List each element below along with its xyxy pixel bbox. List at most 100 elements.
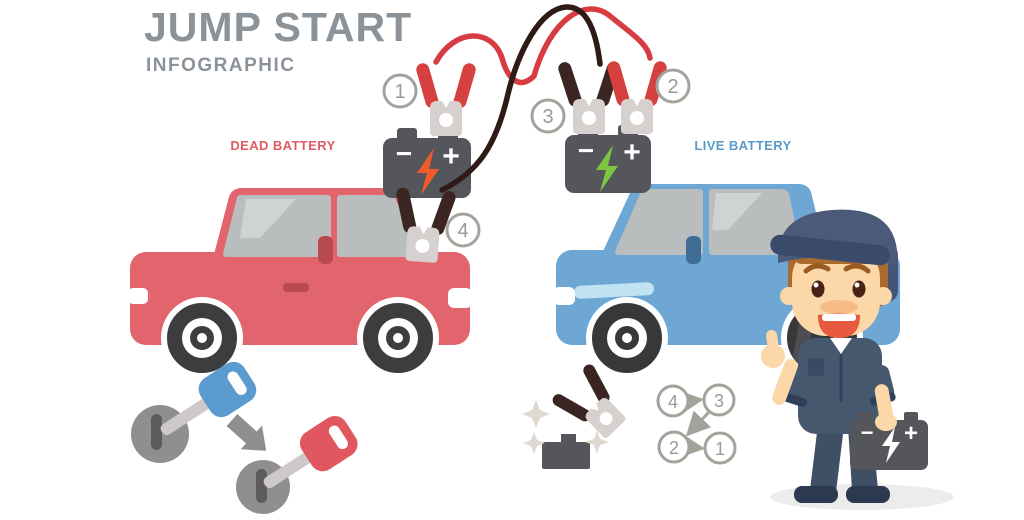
plus-sign: +: [623, 136, 641, 169]
small-battery-terminal: [561, 434, 576, 443]
minus-sign: −: [861, 420, 874, 445]
mechanic-eyebrow: [803, 263, 831, 274]
clamp-handle: [453, 63, 476, 109]
sequence-node-4: 4: [656, 384, 690, 418]
green-bolt-icon: [596, 145, 618, 192]
dead-car-taillight: [128, 288, 148, 304]
mechanic-cap-brim: [770, 234, 890, 266]
mechanic-eye: [852, 280, 866, 298]
thumbs-up-icon: [766, 329, 779, 354]
keyhole-icon: [151, 414, 162, 450]
mechanic-teeth: [822, 314, 856, 321]
eye-highlight: [813, 282, 819, 288]
step-badge-2-number: 2: [667, 76, 678, 98]
red-jumper-cable: [433, 6, 653, 86]
mechanic-collar: [830, 338, 852, 354]
live-car-window-glare: [712, 193, 762, 230]
mechanic-nose: [820, 300, 858, 314]
dead-car-rear-wheel: [161, 297, 243, 379]
clamp-handle: [644, 61, 667, 107]
orange-bolt-icon: [417, 148, 439, 195]
terminal-post: [858, 412, 872, 422]
key-slot: [227, 371, 247, 396]
clamp-bolt-hole: [630, 111, 644, 125]
small-battery-case: [542, 442, 590, 469]
live-battery-unit: − +: [565, 125, 651, 193]
key-shaft: [263, 451, 314, 489]
mechanic-left-hand: [761, 344, 785, 368]
sequence-node-1: 1: [703, 431, 737, 465]
page-title: JUMP START: [144, 4, 413, 50]
live-car-pillar-handle: [686, 236, 701, 264]
dead-car: [128, 188, 472, 379]
sequence-node-3-number: 3: [714, 391, 724, 411]
clamp-handle: [396, 187, 417, 234]
disconnecting-clamp-black: [552, 364, 626, 438]
live-car-front-wheel: [586, 297, 668, 379]
removal-order-diagram: 4 3 2 1: [656, 383, 737, 465]
clamp-bolt-hole: [599, 412, 613, 425]
clamp-handle: [558, 62, 582, 107]
clamp-handle: [431, 190, 456, 235]
live-car-hood-highlight: [574, 282, 654, 299]
minus-sign: −: [396, 138, 412, 169]
black-jumper-cable: [439, 4, 603, 193]
dead-car-pillar-handle: [318, 236, 333, 264]
mechanic-eye: [811, 280, 825, 298]
spark-icon: [585, 430, 609, 454]
sparking-battery: [522, 364, 626, 469]
sequence-node-2: 2: [657, 430, 691, 464]
start-order-arrow-icon: [226, 414, 267, 451]
mechanic-eyebrow: [843, 263, 871, 274]
step-badge-3: 3: [530, 98, 566, 134]
step-badge-4-number: 4: [457, 220, 468, 242]
key-shaft: [160, 397, 212, 436]
clamp-handle: [416, 63, 439, 109]
eye-highlight: [854, 282, 860, 288]
step-badge-4: 4: [445, 212, 481, 248]
clamp-bolt-hole: [582, 111, 596, 125]
carried-battery: − +: [850, 412, 928, 470]
clamp-handle: [607, 61, 630, 107]
mechanic-left-leg: [810, 424, 844, 492]
mechanic-left-shoe: [794, 486, 838, 503]
step-badge-3-number: 3: [542, 106, 553, 128]
mechanic-right-shoe: [846, 486, 890, 503]
dead-car-window-glare: [240, 199, 296, 238]
spark-icon: [522, 400, 550, 428]
dead-battery-label: DEAD BATTERY: [230, 138, 336, 153]
mechanic-right-hand: [875, 413, 897, 431]
sequence-node-2-number: 2: [669, 438, 679, 458]
mechanic-chest-pocket: [808, 358, 824, 376]
clamp-2-red: [607, 61, 667, 134]
clamp-1-red: [416, 63, 476, 136]
clamp-4-black: [396, 187, 456, 263]
clamp-handle: [583, 364, 610, 404]
white-bolt-icon: [882, 427, 900, 463]
sequence-arrow-2-1: [679, 433, 705, 458]
step-badge-2: 2: [655, 68, 691, 104]
key-slot: [328, 425, 348, 450]
dead-car-headlight: [448, 288, 472, 308]
plus-sign: +: [442, 140, 460, 173]
key-head: [299, 415, 358, 472]
dead-battery-unit: − +: [383, 128, 471, 198]
clamp-handle: [552, 394, 591, 422]
step-badge-1: 1: [382, 73, 418, 109]
ignition-keys: [131, 361, 358, 514]
dead-car-front-wheel: [357, 297, 439, 379]
terminal-post: [904, 412, 918, 422]
mechanic-left-forearm: [772, 359, 798, 405]
live-battery-label: LIVE BATTERY: [694, 138, 792, 153]
plus-sign: +: [904, 420, 918, 447]
sequence-node-3: 3: [702, 383, 736, 417]
clamp-bolt-hole: [415, 238, 430, 253]
mechanic-character: − +: [761, 209, 954, 510]
sequence-node-1-number: 1: [715, 439, 725, 459]
page-subtitle: INFOGRAPHIC: [146, 55, 296, 76]
sequence-node-4-number: 4: [668, 392, 678, 412]
step-badge-1-number: 1: [394, 81, 405, 103]
key-head: [198, 361, 257, 418]
